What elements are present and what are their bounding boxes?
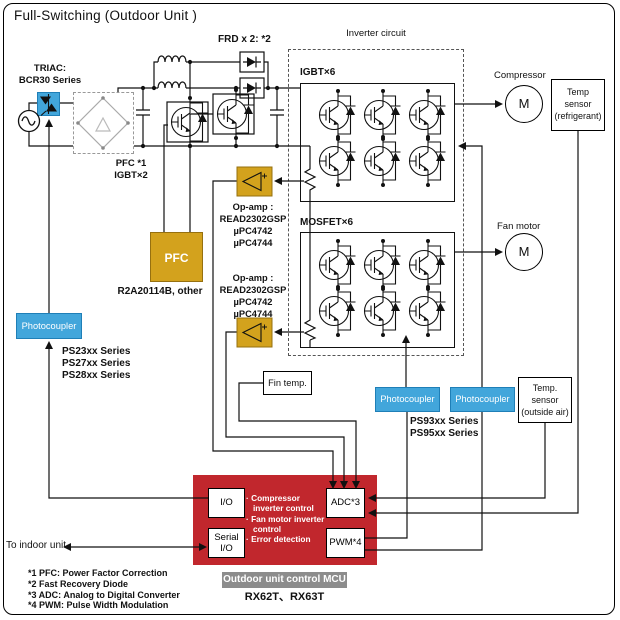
opamp2-label: Op-amp : READ2302GSP µPC4742 µPC4744	[210, 272, 296, 320]
frd-label: FRD x 2: *2	[218, 34, 271, 45]
pc-part-ps93: PS93xx Series	[410, 416, 479, 427]
temp-sensor-refrigerant-box: Temp sensor (refrigerant)	[551, 79, 605, 131]
igbt6-label: IGBT×6	[300, 67, 336, 78]
opamp2-title: Op-amp :	[232, 273, 274, 283]
page-title: Full-Switching (Outdoor Unit )	[14, 8, 198, 23]
outside-line1: Temp.	[532, 383, 558, 393]
opamp2-part2: µPC4742	[233, 297, 273, 307]
triac-part-line1: TRIAC:	[33, 63, 67, 74]
mosfet6-label: MOSFET×6	[300, 217, 354, 228]
mcu-adc-block: ADC*3	[326, 488, 365, 518]
bridge-rectifier-box	[73, 92, 134, 154]
footnote-1: *1 PFC: Power Factor Correction	[28, 568, 168, 578]
outside-line2: sensor	[531, 395, 559, 405]
serial-line2: I/O	[220, 543, 233, 554]
fan-motor-label: Fan motor	[497, 221, 541, 232]
opamp1-label: Op-amp : READ2302GSP µPC4742 µPC4744	[210, 201, 296, 249]
opamp2-part1: READ2302GSP	[219, 285, 287, 295]
mcu-io-block: I/O	[208, 488, 245, 518]
temp-sensor-outside-box: Temp. sensor (outside air)	[518, 377, 572, 423]
mcu-caption: Outdoor unit control MCU	[222, 572, 347, 588]
photocoupler-igbt: Photocoupler	[450, 387, 515, 412]
pc-part-ps28: PS28xx Series	[62, 370, 131, 381]
compressor-motor: M	[505, 85, 543, 123]
footnote-4: *4 PWM: Pulse Width Modulation	[28, 600, 169, 611]
photocoupler-triac: Photocoupler	[16, 313, 82, 339]
mcu-pwm-block: PWM*4	[326, 528, 365, 558]
to-indoor-label: To indoor unit	[6, 540, 67, 551]
footnote-2: *2 Fast Recovery Diode	[28, 578, 129, 589]
mosfet-bridge-box	[300, 232, 455, 348]
triac-part-line2: BCR30 Series	[18, 74, 82, 86]
pc-part-ps23: PS23xx Series	[62, 346, 131, 357]
triac-part-label: TRIAC: BCR30 Series	[6, 63, 94, 86]
photocoupler-inverter-parts: PS93xx Series PS95xx Series	[410, 416, 478, 440]
pfc-part-label: R2A20114B, other	[117, 286, 203, 297]
opamp1-part1: READ2302GSP	[219, 214, 287, 224]
outside-line3: (outside air)	[521, 407, 569, 417]
mcu-functions: Compressor inverter control Fan motor in…	[246, 493, 326, 545]
triac-box	[37, 92, 60, 116]
mcu-function-2: Fan motor inverter control	[246, 514, 326, 535]
compressor-label: Compressor	[494, 70, 546, 81]
refrigerant-line1: Temp	[566, 87, 589, 97]
fin-temp-box: Fin temp.	[263, 371, 312, 395]
pc-part-ps27: PS27xx Series	[62, 358, 131, 369]
mcu-serial-block: Serial I/O	[208, 528, 245, 558]
fan-motor: M	[505, 233, 543, 271]
refrigerant-line2: sensor	[564, 99, 592, 109]
pfc-controller-box: PFC	[150, 232, 203, 282]
pfc-switch-line2: IGBT×2	[114, 169, 148, 181]
opamp1-part2: µPC4742	[233, 226, 273, 236]
serial-line1: Serial	[214, 532, 239, 543]
igbt-bridge-box	[300, 83, 455, 202]
pfc-switch-label: PFC *1 IGBT×2	[94, 158, 168, 181]
photocoupler-mosfet: Photocoupler	[375, 387, 440, 412]
inverter-title: Inverter circuit	[346, 28, 406, 39]
photocoupler-triac-parts: PS23xx Series PS27xx Series PS28xx Serie…	[62, 346, 130, 382]
opamp1-part3: µPC4744	[233, 238, 273, 248]
opamp2-part3: µPC4744	[233, 309, 273, 319]
outer-border	[3, 3, 615, 615]
pfc-switch-line1: PFC *1	[115, 158, 147, 169]
footnotes: *1 PFC: Power Factor Correction *2 Fast …	[28, 568, 180, 611]
refrigerant-line3: (refrigerant)	[554, 111, 602, 121]
mcu-function-1: Compressor inverter control	[246, 493, 326, 514]
pc-part-ps95: PS95xx Series	[410, 428, 479, 439]
footnote-3: *3 ADC: Analog to Digital Converter	[28, 589, 180, 600]
mcu-part-label: RX62T、RX63T	[244, 591, 325, 603]
opamp1-title: Op-amp :	[232, 202, 274, 212]
mcu-function-3: Error detection	[246, 534, 326, 544]
